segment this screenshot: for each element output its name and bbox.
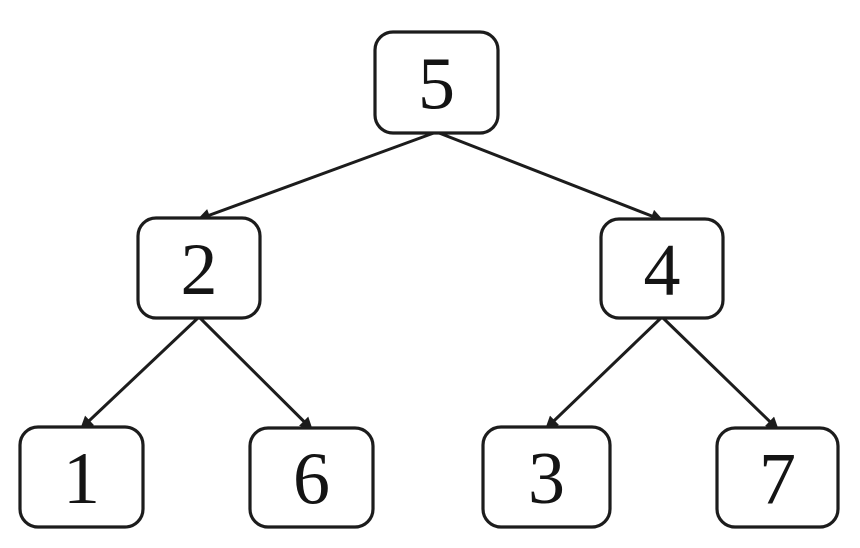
tree-edge-2-to-6 bbox=[197, 315, 313, 431]
tree-node-6: 6 bbox=[248, 426, 375, 529]
tree-node-box bbox=[18, 425, 145, 529]
tree-node-value: 5 bbox=[418, 44, 455, 126]
tree-node-value: 4 bbox=[644, 230, 681, 312]
tree-edge-4-to-7 bbox=[660, 315, 779, 431]
tree-node-box bbox=[248, 426, 375, 529]
tree-node-2: 2 bbox=[136, 216, 262, 320]
tree-node-value: 7 bbox=[759, 439, 796, 521]
tree-node-value: 3 bbox=[528, 438, 565, 520]
tree-edge-2-to-1 bbox=[80, 315, 201, 430]
tree-node-4: 4 bbox=[599, 217, 725, 320]
tree-node-box bbox=[481, 425, 612, 529]
tree-node-value: 1 bbox=[63, 438, 100, 520]
tree-node-3: 3 bbox=[481, 425, 612, 529]
tree-edge-5-to-2 bbox=[197, 130, 438, 222]
tree-node-box bbox=[599, 217, 725, 320]
tree-node-value: 6 bbox=[293, 439, 330, 521]
tree-node-box bbox=[136, 216, 262, 320]
tree-node-1: 1 bbox=[18, 425, 145, 529]
tree-node-value: 2 bbox=[181, 229, 218, 311]
tree-node-7: 7 bbox=[715, 426, 840, 529]
tree-edge-4-to-3 bbox=[545, 315, 664, 430]
tree-edge-5-to-4 bbox=[435, 130, 664, 223]
tree-node-5: 5 bbox=[373, 30, 500, 135]
tree-node-box bbox=[715, 426, 840, 529]
tree-node-box bbox=[373, 30, 500, 135]
